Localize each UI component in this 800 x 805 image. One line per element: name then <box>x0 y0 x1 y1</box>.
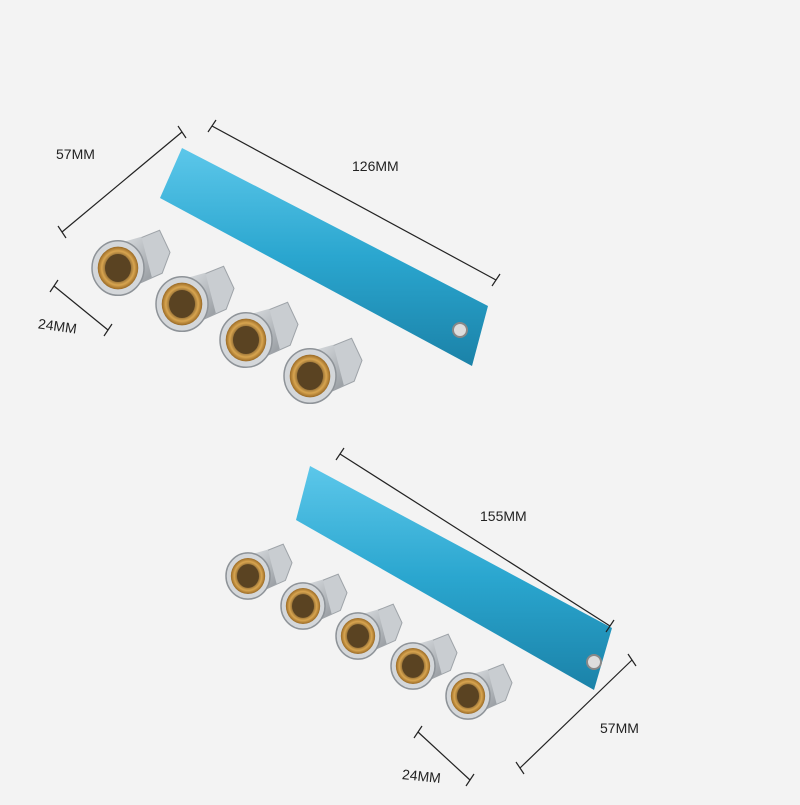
upper-depth-label: 57MM <box>56 146 95 162</box>
lower-length-label: 155MM <box>480 508 527 524</box>
upper-manifold-body <box>160 148 488 366</box>
upper-outlet-dimension-line <box>53 285 109 331</box>
lower-manifold-body <box>296 466 612 690</box>
lower-depth-dimension-line <box>519 659 633 769</box>
lower-length-dimension-line <box>339 453 611 627</box>
lower-outlet-dimension-line <box>417 731 471 781</box>
upper-coupler-3 <box>219 301 299 369</box>
lower-coupler-4 <box>390 633 458 690</box>
lower-depth-label: 57MM <box>600 720 639 736</box>
lower-coupler-1 <box>225 543 293 600</box>
upper-coupler-1 <box>91 229 171 297</box>
lower-end-port <box>586 654 602 670</box>
lower-coupler-5 <box>445 663 513 720</box>
lower-manifold <box>225 466 612 720</box>
upper-end-port <box>452 322 468 338</box>
upper-coupler-4 <box>283 337 363 405</box>
lower-coupler-3 <box>335 603 403 660</box>
upper-manifold <box>91 148 488 405</box>
upper-length-dimension-line <box>211 125 497 281</box>
upper-length-label: 126MM <box>352 158 399 174</box>
lower-coupler-2 <box>280 573 348 630</box>
upper-depth-dimension-line <box>61 131 183 233</box>
upper-coupler-2 <box>155 265 235 333</box>
